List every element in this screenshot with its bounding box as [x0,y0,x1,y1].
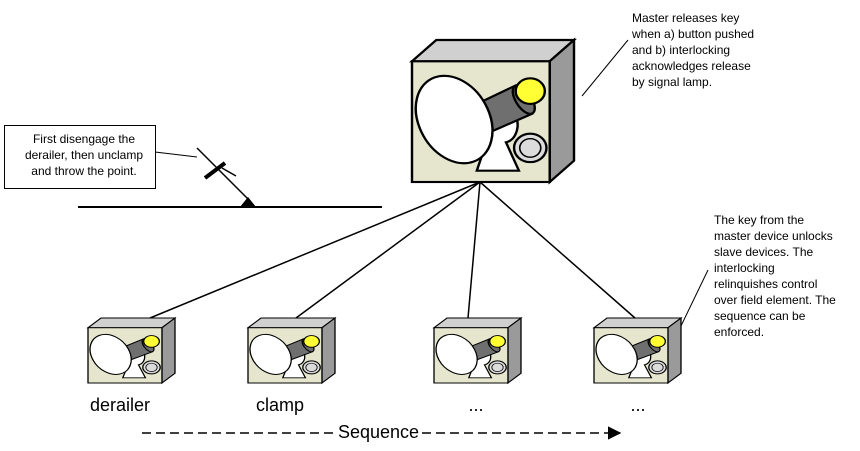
derailer-pin [221,167,237,177]
derailer-wedge [240,197,256,207]
line-to-derailer [149,181,481,319]
derailer-lever [196,147,249,200]
slave-device-4 [587,317,682,384]
device-label-derailer: derailer [89,395,151,415]
line-to-device-3 [467,181,481,319]
left-callout-box [4,125,156,189]
line-to-device-4 [479,181,636,319]
slave-device-3 [427,317,522,384]
track-derailer [78,147,382,208]
device-label-4: ... [630,395,646,415]
master-callout-text: Master releases key when a) button pushe… [632,11,755,89]
derailer-handle [203,161,227,180]
device-label-clamp: clamp [255,395,304,415]
slave-device-clamp [241,317,336,384]
device-label-3: ... [468,395,484,415]
slave-callout-text: The key from the master device unlocks s… [714,213,836,339]
master-device [400,38,576,184]
left-callout-leader [154,151,198,158]
slave-callout-leader [679,269,709,329]
left-callout-text: First disengage the derailer, then uncla… [24,132,144,178]
sequence-label: Sequence [336,422,422,443]
connection-lines [149,181,636,319]
line-to-clamp [295,181,481,319]
slave-device-derailer [81,317,176,384]
master-callout-leader [581,39,629,97]
